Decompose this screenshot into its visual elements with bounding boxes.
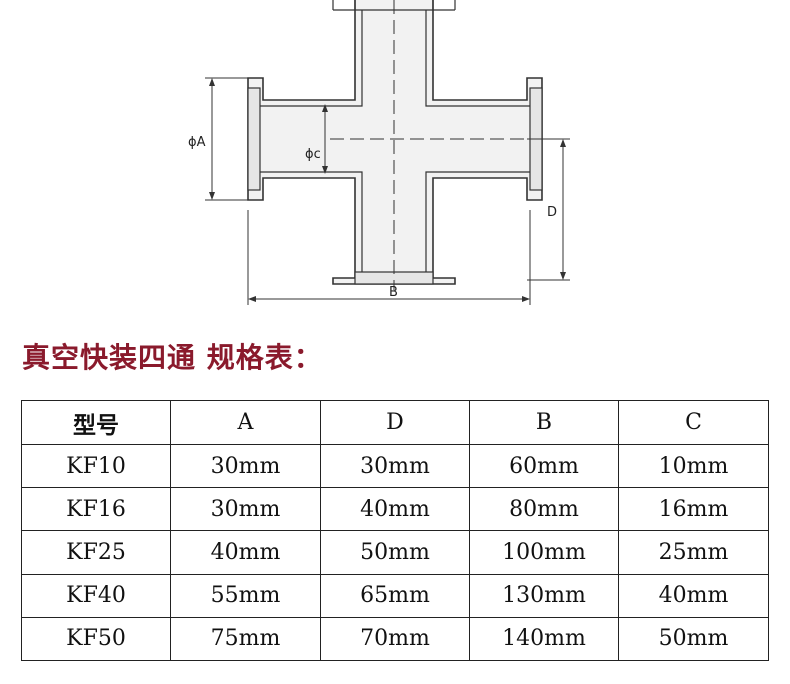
dimension-lines: [205, 77, 570, 305]
table-row: KF50 75mm 70mm 140mm 50mm: [21, 616, 769, 662]
cell-c: 25mm: [618, 530, 769, 575]
table-row: KF40 55mm 65mm 130mm 40mm: [21, 573, 769, 618]
dimension-arrows: [209, 78, 566, 302]
cell-model: KF16: [21, 487, 171, 532]
cell-d: 30mm: [320, 443, 470, 489]
center-lines: [330, 0, 560, 290]
cell-d: 40mm: [320, 487, 470, 532]
cell-d: 50mm: [320, 530, 470, 575]
cell-c: 50mm: [618, 616, 769, 662]
cell-d: 70mm: [320, 616, 470, 662]
fitting-body: [247, 0, 543, 285]
cell-model: KF25: [21, 530, 171, 575]
table-header-row: 型号 A D B C: [21, 400, 769, 445]
cell-a: 40mm: [170, 530, 321, 575]
cell-c: 10mm: [618, 443, 769, 489]
cell-c: 16mm: [618, 487, 769, 532]
cell-b: 60mm: [469, 443, 619, 489]
cell-c: 40mm: [618, 573, 769, 618]
header-a: A: [170, 400, 321, 445]
cell-d: 65mm: [320, 573, 470, 618]
cell-a: 75mm: [170, 616, 321, 662]
cell-b: 130mm: [469, 573, 619, 618]
page-title: 真空快装四通 规格表：: [22, 341, 323, 374]
label-b: B: [389, 285, 398, 300]
cell-model: KF10: [21, 443, 171, 489]
cell-b: 80mm: [469, 487, 619, 532]
cell-a: 30mm: [170, 443, 321, 489]
cell-model: KF50: [21, 616, 171, 662]
table-row: KF25 40mm 50mm 100mm 25mm: [21, 530, 769, 575]
table-row: KF16 30mm 40mm 80mm 16mm: [21, 487, 769, 532]
cell-b: 140mm: [469, 616, 619, 662]
cell-b: 100mm: [469, 530, 619, 575]
table-row: KF10 30mm 30mm 60mm 10mm: [21, 443, 769, 489]
label-phi-a: ϕA: [188, 135, 206, 150]
header-model: 型号: [21, 400, 171, 445]
cell-a: 55mm: [170, 573, 321, 618]
cross-fitting-diagram: ϕA ϕc D B: [188, 0, 570, 305]
label-phi-c: ϕc: [305, 147, 321, 162]
cell-model: KF40: [21, 573, 171, 618]
header-d: D: [320, 400, 470, 445]
cell-a: 30mm: [170, 487, 321, 532]
header-c: C: [618, 400, 769, 445]
label-d: D: [547, 205, 557, 220]
header-b: B: [469, 400, 619, 445]
spec-table: 型号 A D B C KF10 30mm 30mm 60mm 10mm KF16…: [21, 400, 769, 662]
